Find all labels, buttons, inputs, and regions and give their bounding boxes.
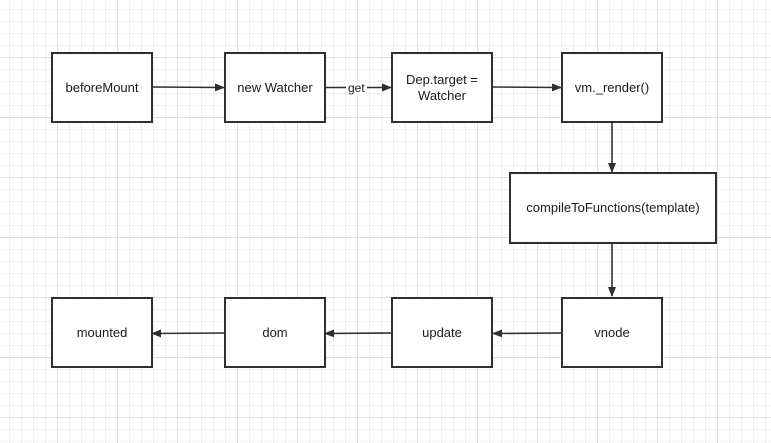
node-vm-render[interactable]: vm._render()	[561, 52, 663, 123]
node-dom[interactable]: dom	[224, 297, 326, 368]
arrow-dep-target-to-vm-render	[491, 83, 562, 92]
node-vnode[interactable]: vnode	[561, 297, 663, 368]
edge-label-get: get	[346, 81, 367, 95]
node-update[interactable]: update	[391, 297, 493, 368]
node-mounted[interactable]: mounted	[51, 297, 153, 368]
arrow-vnode-to-update	[492, 329, 562, 338]
arrow-beforemount-to-new-watcher	[151, 83, 225, 92]
node-dep-target[interactable]: Dep.target = Watcher	[391, 52, 493, 123]
arrow-dom-to-mounted	[151, 329, 225, 338]
node-compile-to-functions[interactable]: compileToFunctions(template)	[509, 172, 717, 244]
node-before-mount[interactable]: beforeMount	[51, 52, 153, 123]
node-new-watcher[interactable]: new Watcher	[224, 52, 326, 123]
arrow-update-to-dom	[324, 329, 392, 338]
